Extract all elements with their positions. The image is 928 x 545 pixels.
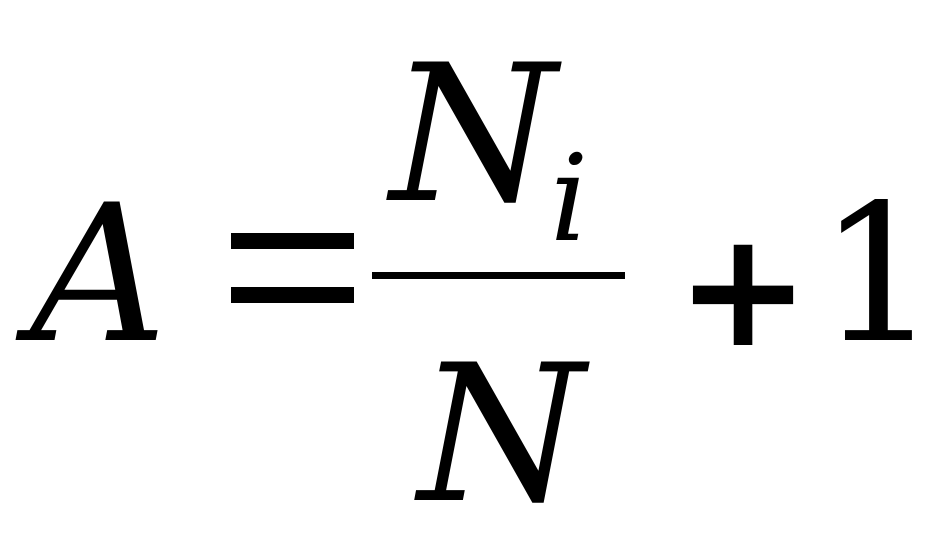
- subscript-i: i: [550, 130, 589, 269]
- constant-one: 1: [818, 164, 928, 385]
- variable-a: A: [30, 164, 168, 385]
- numerator-n: N: [390, 24, 557, 245]
- fraction-bar: [372, 272, 625, 279]
- plus-sign: +: [676, 196, 811, 383]
- denominator-n: N: [418, 324, 585, 545]
